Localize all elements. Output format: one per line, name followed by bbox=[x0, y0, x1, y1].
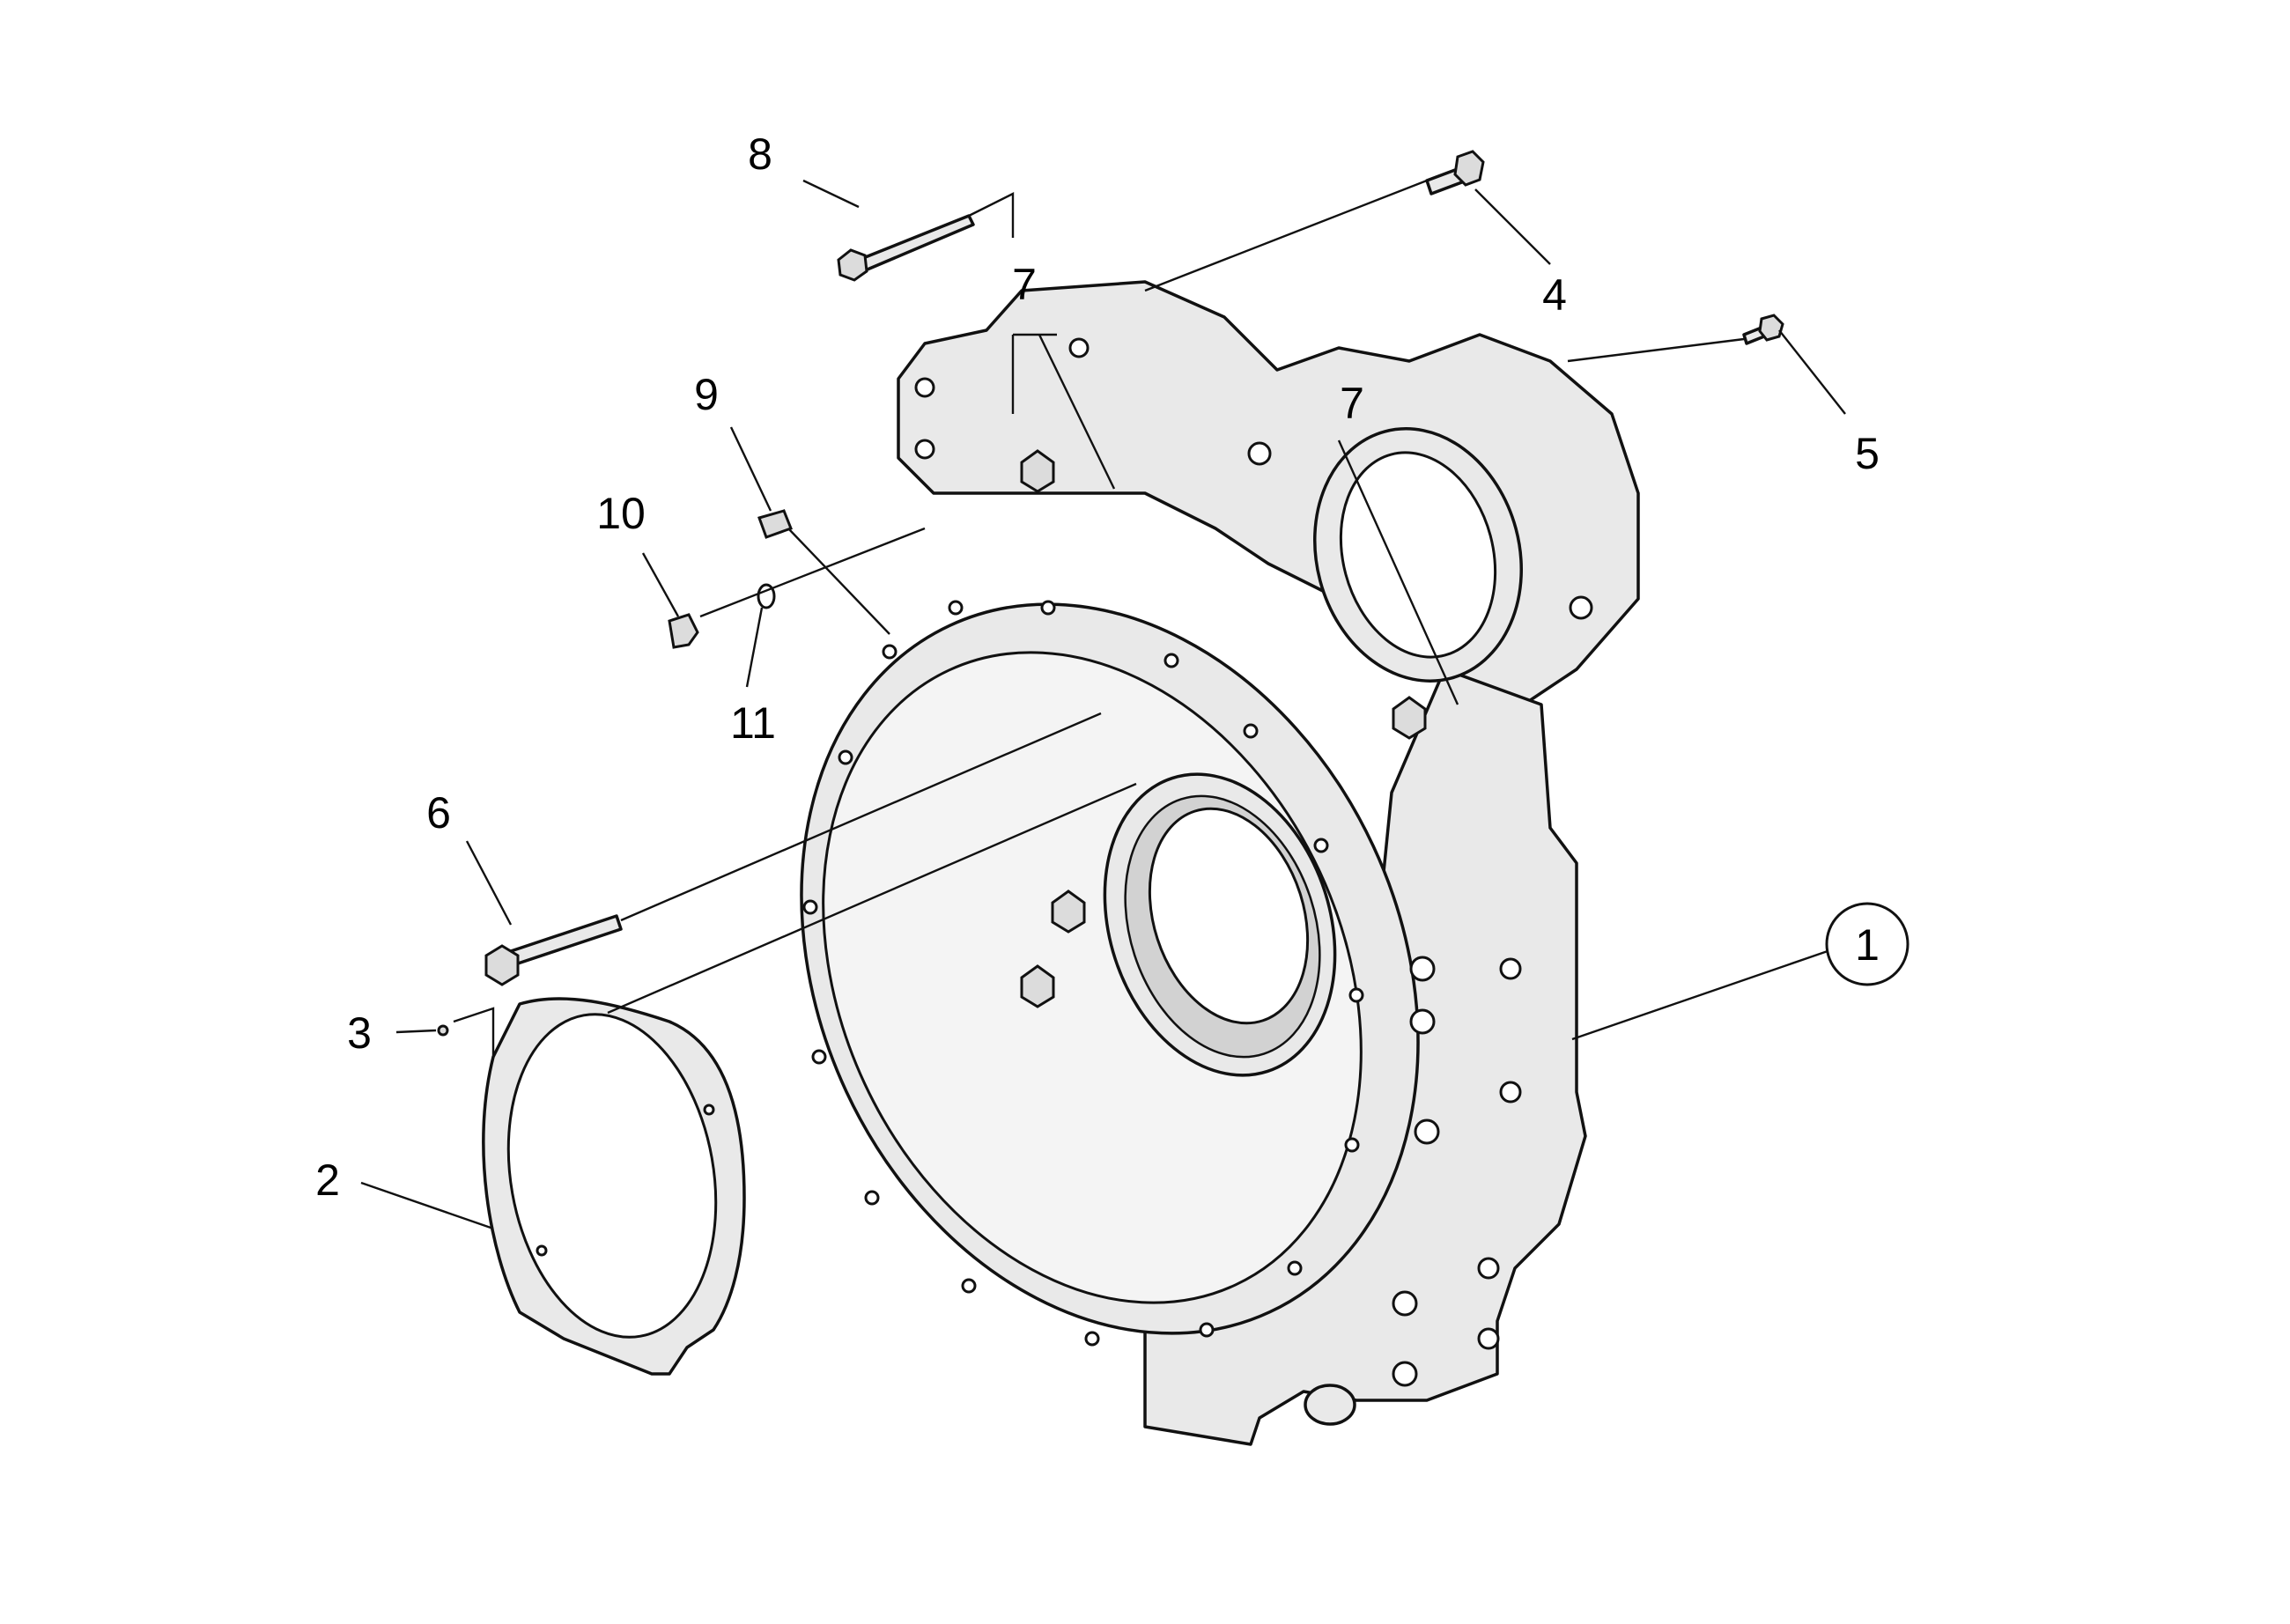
bolt-4 bbox=[1425, 150, 1485, 196]
callout-1: 1 bbox=[1855, 920, 1880, 970]
callout-7-upper: 7 bbox=[1012, 260, 1037, 309]
fitting-9 bbox=[757, 509, 793, 539]
callout-1-circle bbox=[1825, 902, 1910, 986]
plug-10 bbox=[668, 613, 699, 649]
flywheel-housing bbox=[800, 280, 1640, 1446]
installed-bolts bbox=[1020, 449, 1427, 1008]
callout-7-right: 7 bbox=[1340, 379, 1364, 428]
callout-9: 9 bbox=[694, 370, 719, 419]
seal-ring-shield bbox=[482, 997, 746, 1376]
bolt-5 bbox=[1742, 314, 1784, 345]
callout-8: 8 bbox=[748, 129, 772, 179]
flange-bolt-holes bbox=[802, 600, 1364, 1347]
leader-lines bbox=[360, 179, 1846, 1230]
washer-11 bbox=[757, 583, 776, 609]
callout-5: 5 bbox=[1855, 429, 1880, 478]
callout-2: 2 bbox=[315, 1155, 340, 1205]
callout-4: 4 bbox=[1542, 270, 1567, 320]
callout-3: 3 bbox=[347, 1008, 372, 1058]
callout-6: 6 bbox=[426, 788, 451, 838]
bolt-long-8 bbox=[837, 214, 975, 282]
callout-10: 10 bbox=[596, 489, 646, 538]
pin-3 bbox=[437, 1024, 449, 1037]
mounting-bosses bbox=[914, 337, 1593, 1387]
callout-labels: 1 2 3 4 5 6 7 7 8 9 10 11 bbox=[315, 129, 1910, 1205]
callout-11: 11 bbox=[730, 698, 776, 748]
bolt-6 bbox=[484, 914, 623, 986]
